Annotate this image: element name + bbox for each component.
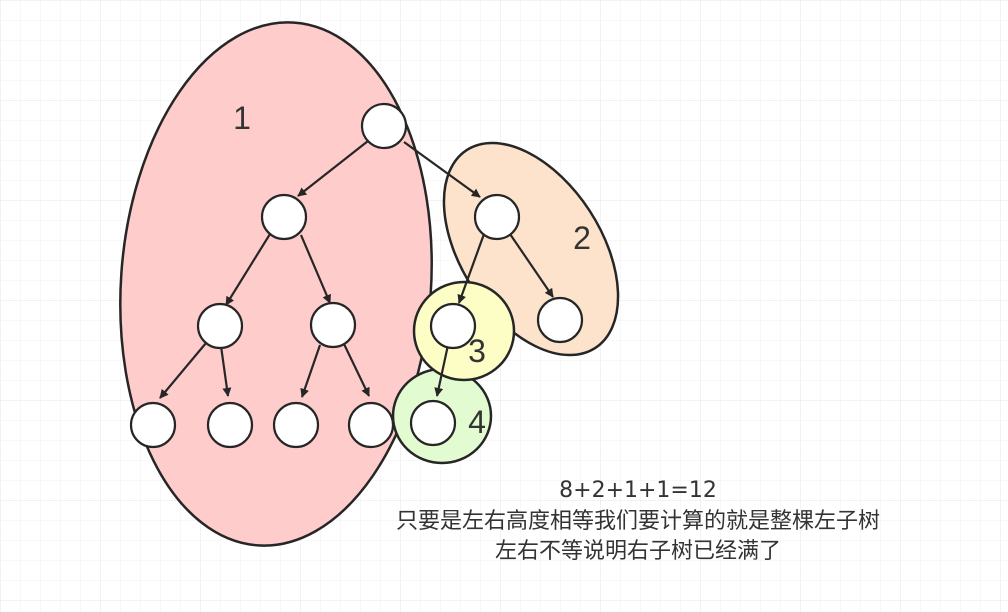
caption-line-2: 只要是左右高度相等我们要计算的就是整棵左子树 [396, 509, 880, 534]
node-left-left [196, 302, 244, 350]
tree-edges [159, 140, 554, 399]
edge-lr-leaf4 [343, 343, 370, 397]
node-leaf-3 [272, 401, 320, 449]
node-right-right [536, 296, 584, 344]
group-2-label: 2 [573, 220, 591, 256]
edge-lr-leaf3 [300, 344, 322, 398]
group-4-label: 4 [468, 404, 486, 440]
node-right-left [429, 302, 477, 350]
edge-r1-rl [457, 233, 486, 304]
caption-sum: 8+2+1+1=12 [559, 478, 717, 503]
node-leaf-5 [409, 399, 457, 447]
edge-r1-rr [509, 233, 554, 298]
node-leaf-4 [347, 401, 395, 449]
node-leaf-1 [129, 401, 177, 449]
node-left-right [309, 301, 357, 349]
edge-rl-leaf [434, 344, 450, 397]
edge-l1-lr [299, 234, 332, 304]
node-leaf-2 [206, 401, 254, 449]
edge-root-right [403, 141, 481, 198]
node-root [360, 102, 408, 150]
tree-nodes [129, 102, 584, 449]
edge-ll-leaf1 [159, 342, 207, 399]
node-right [473, 193, 521, 241]
edge-root-left [297, 140, 369, 197]
group-1-label: 1 [233, 100, 251, 136]
edge-l1-ll [225, 233, 271, 306]
caption-line-3: 左右不等说明右子树已经满了 [495, 539, 781, 564]
group-3-label: 3 [468, 333, 486, 369]
node-left [260, 193, 308, 241]
edge-ll-leaf2 [219, 345, 232, 397]
